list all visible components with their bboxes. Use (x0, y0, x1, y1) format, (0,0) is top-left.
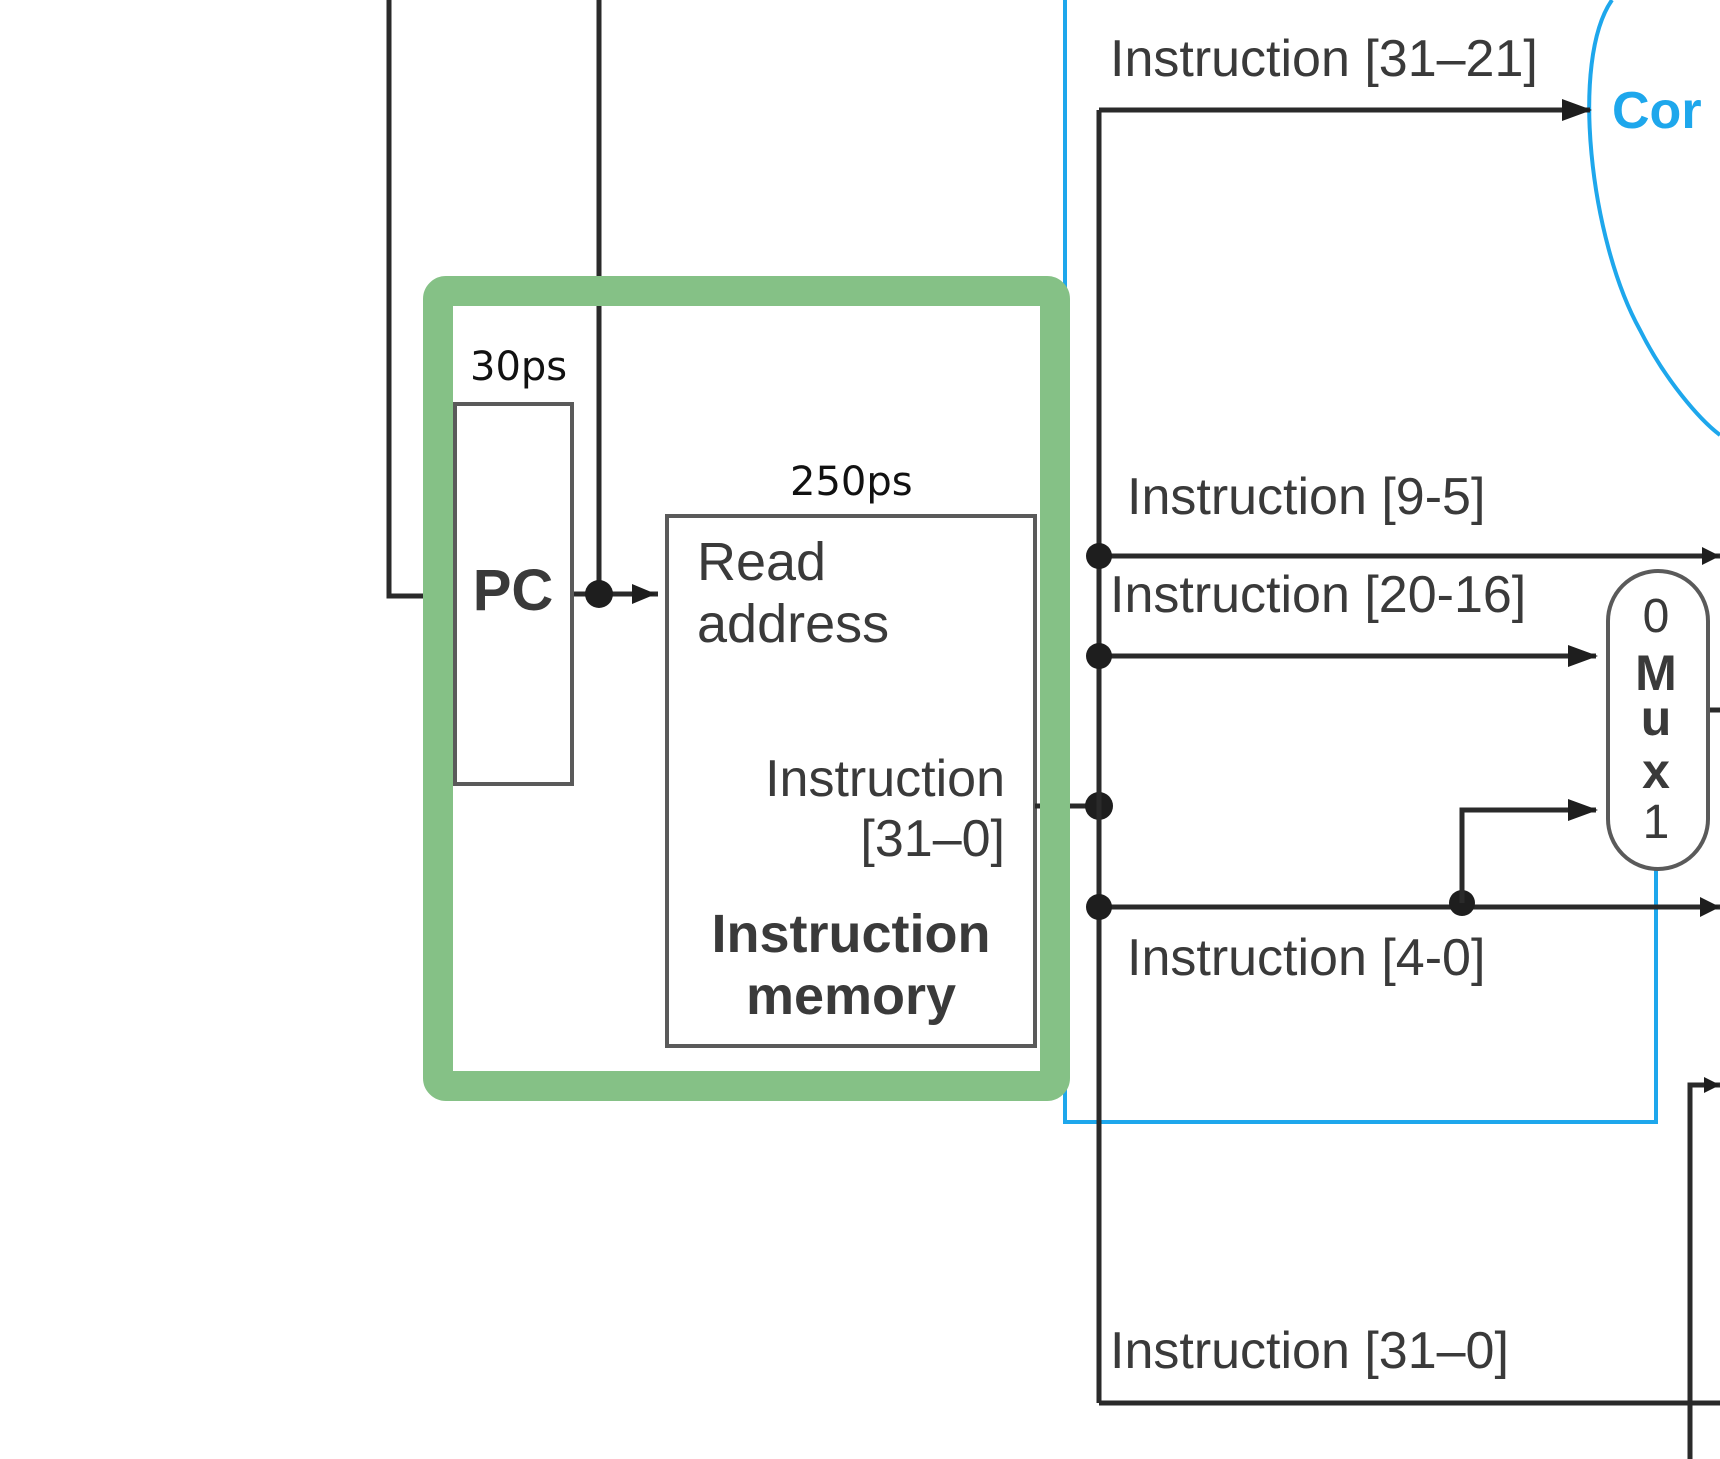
bus-31-21-label: Instruction [31–21] (1110, 30, 1538, 88)
pc-delay-annotation: 30ps (470, 344, 567, 390)
pc-label: PC (473, 558, 554, 623)
read-address-arrowhead (632, 584, 656, 604)
bus-20-16-label: Instruction [20-16] (1110, 566, 1526, 624)
bus-4-0-mux-wire (1459, 807, 1596, 903)
mux-input-1-label: 1 (1643, 796, 1670, 849)
control-label: Cor (1612, 82, 1702, 140)
instruction-memory (665, 514, 1037, 1048)
bus-20-16-arrowhead (1568, 645, 1598, 667)
read-address-label-line2: address (697, 594, 889, 654)
bus-20-16-junction (1086, 643, 1112, 669)
bus-4-0-junction (1086, 894, 1112, 920)
instruction-memory-title-line2: memory (746, 966, 956, 1026)
bus-9-5-label: Instruction [9-5] (1127, 468, 1485, 526)
instruction-memory-title-line1: Instruction (712, 904, 991, 964)
instruction-output-label-line1: Instruction (765, 750, 1005, 808)
bus-4-0-mux-arrowhead (1568, 799, 1598, 821)
right-edge-arrowhead (1704, 1077, 1720, 1093)
fetch-stage-highlight (423, 276, 1070, 1101)
regdst-mux (1606, 569, 1710, 871)
pc-register (453, 402, 574, 786)
bus-9-5-junction (1086, 543, 1112, 569)
bus-4-0-arrowhead (1700, 897, 1720, 917)
read-address-label-line1: Read (697, 532, 826, 592)
pc-junction-dot (585, 580, 613, 608)
bus-31-0-label: Instruction [31–0] (1110, 1322, 1509, 1380)
mux-letter-m: M (1635, 645, 1677, 701)
bus-31-21-arrowhead (1562, 99, 1592, 121)
mux-input-0-label: 0 (1643, 590, 1670, 643)
bus-9-5-arrowhead (1702, 547, 1720, 565)
bus-4-0-label: Instruction [4-0] (1127, 929, 1485, 987)
mux-letter-u: u (1641, 690, 1672, 746)
imem-delay-annotation: 250ps (790, 459, 913, 505)
mux-letter-x: x (1642, 743, 1670, 799)
control-unit-outline (1587, 0, 1720, 437)
instruction-output-label-line2: [31–0] (860, 810, 1005, 868)
